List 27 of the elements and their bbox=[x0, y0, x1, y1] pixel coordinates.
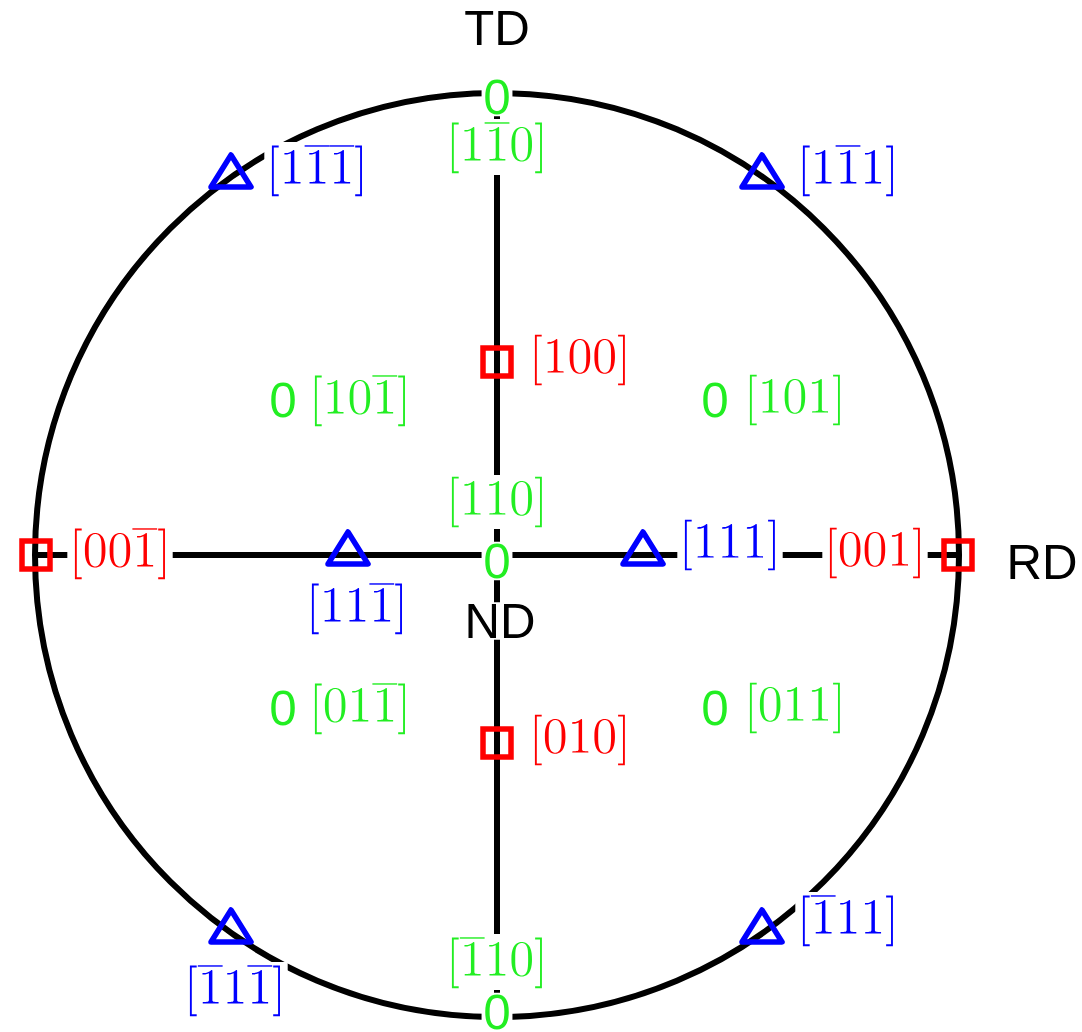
miller-index: $[\overline{1}1\overline{1}]$ bbox=[182, 962, 288, 1018]
miller-index: $[01\overline{1}]$ bbox=[307, 680, 413, 736]
miller-index: $[101]$ bbox=[742, 372, 848, 428]
miller-index: $[10\overline{1}]$ bbox=[307, 372, 413, 428]
miller-index: $[1\overline{1}1]$ bbox=[795, 142, 901, 198]
miller-index: $[001]$ bbox=[822, 525, 928, 581]
intensity-label: 0 bbox=[481, 541, 513, 581]
axis-label: TD bbox=[462, 9, 532, 47]
intensity-label: 0 bbox=[699, 688, 731, 728]
miller-index: $[1\overline{1}0]$ bbox=[444, 119, 550, 175]
miller-index: $[\overline{1}10]$ bbox=[444, 934, 550, 990]
intensity-label: 0 bbox=[267, 380, 299, 420]
intensity-label: 0 bbox=[481, 77, 513, 117]
intensity-label: 0 bbox=[481, 992, 513, 1032]
miller-index: $[1\overline{1}\overline{1}]$ bbox=[264, 142, 370, 198]
miller-index: $[00\overline{1}]$ bbox=[67, 525, 173, 581]
miller-index: $[\overline{1}11]$ bbox=[795, 892, 901, 948]
miller-index: $[100]$ bbox=[527, 332, 633, 388]
miller-index: $[11\overline{1}]$ bbox=[304, 580, 410, 636]
miller-index: $[010]$ bbox=[527, 712, 633, 768]
axis-label: RD bbox=[1004, 543, 1080, 581]
intensity-label: 0 bbox=[267, 688, 299, 728]
miller-index: $[111]$ bbox=[677, 517, 783, 573]
axis-label: ND bbox=[462, 602, 538, 640]
miller-index: $[110]$ bbox=[444, 474, 550, 530]
intensity-label: 0 bbox=[699, 380, 731, 420]
miller-index: $[011]$ bbox=[742, 680, 848, 736]
